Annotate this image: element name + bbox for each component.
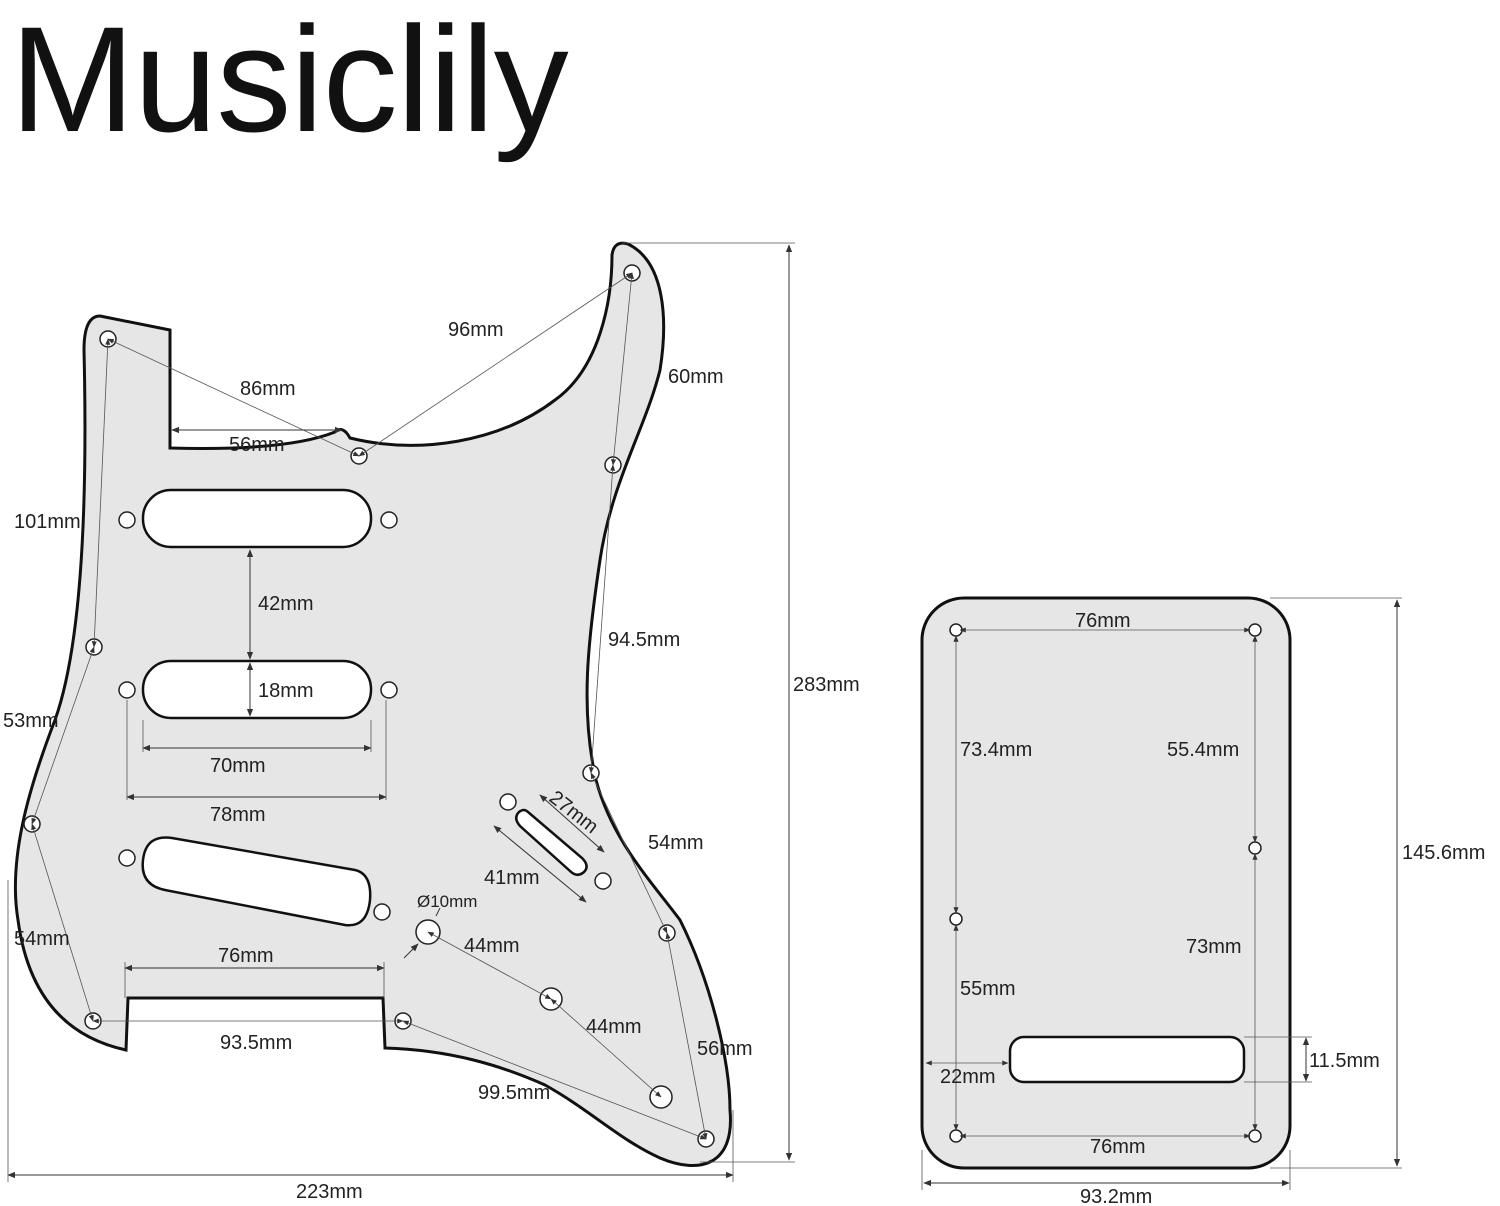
label-94-5mm: 94.5mm (608, 629, 680, 651)
brand-logo: Musiclily (10, 0, 569, 163)
backplate-slot (1008, 1035, 1246, 1084)
label-223mm: 223mm (296, 1181, 363, 1203)
backplate-label-93-2mm: 93.2mm (1080, 1186, 1152, 1206)
bridge-pickup-cutout (141, 836, 372, 927)
label-70mm: 70mm (210, 755, 266, 777)
label-18mm: 18mm (258, 680, 314, 702)
label-78mm: 78mm (210, 804, 266, 826)
backplate-outline (920, 596, 1292, 1170)
label-diameter-10mm: Ø10mm (417, 892, 477, 911)
backplate-label-76mm-top: 76mm (1075, 610, 1131, 632)
label-99-5mm: 99.5mm (478, 1082, 550, 1104)
label-44mm-b: 44mm (586, 1016, 642, 1038)
label-93-5mm: 93.5mm (220, 1032, 292, 1054)
label-86mm: 86mm (240, 378, 296, 400)
backplate-label-73-4mm: 73.4mm (960, 739, 1032, 761)
label-96mm: 96mm (448, 319, 504, 341)
backplate-label-145-6mm: 145.6mm (1402, 842, 1485, 864)
backplate-label-55-4mm: 55.4mm (1167, 739, 1239, 761)
label-56mm-top: 56mm (229, 434, 285, 456)
label-54mm-right: 54mm (648, 832, 704, 854)
backplate-label-11-5mm: 11.5mm (1309, 1050, 1380, 1072)
middle-pickup-cutout (141, 659, 373, 720)
backplate-label-22mm: 22mm (940, 1066, 996, 1088)
label-60mm: 60mm (668, 366, 724, 388)
label-101mm: 101mm (14, 511, 81, 533)
label-54mm-left: 54mm (14, 928, 70, 950)
label-56mm-bottom: 56mm (697, 1038, 753, 1060)
backplate-label-76mm-bottom: 76mm (1090, 1136, 1146, 1158)
label-41mm: 41mm (484, 867, 540, 889)
label-283mm: 283mm (793, 674, 860, 696)
backplate-label-55mm: 55mm (960, 978, 1016, 1000)
neck-pickup-cutout (141, 488, 373, 549)
label-76mm: 76mm (218, 945, 274, 967)
pickup-screw-holes (118, 511, 612, 921)
label-42mm: 42mm (258, 593, 314, 615)
pickguard-dimension-lines (7, 242, 795, 1182)
backplate-dimension-lines (921, 597, 1402, 1190)
backplate-label-73mm: 73mm (1186, 936, 1242, 958)
label-53mm: 53mm (3, 710, 59, 732)
label-44mm-a: 44mm (464, 935, 520, 957)
hole-spacing-lines (31, 272, 708, 1140)
